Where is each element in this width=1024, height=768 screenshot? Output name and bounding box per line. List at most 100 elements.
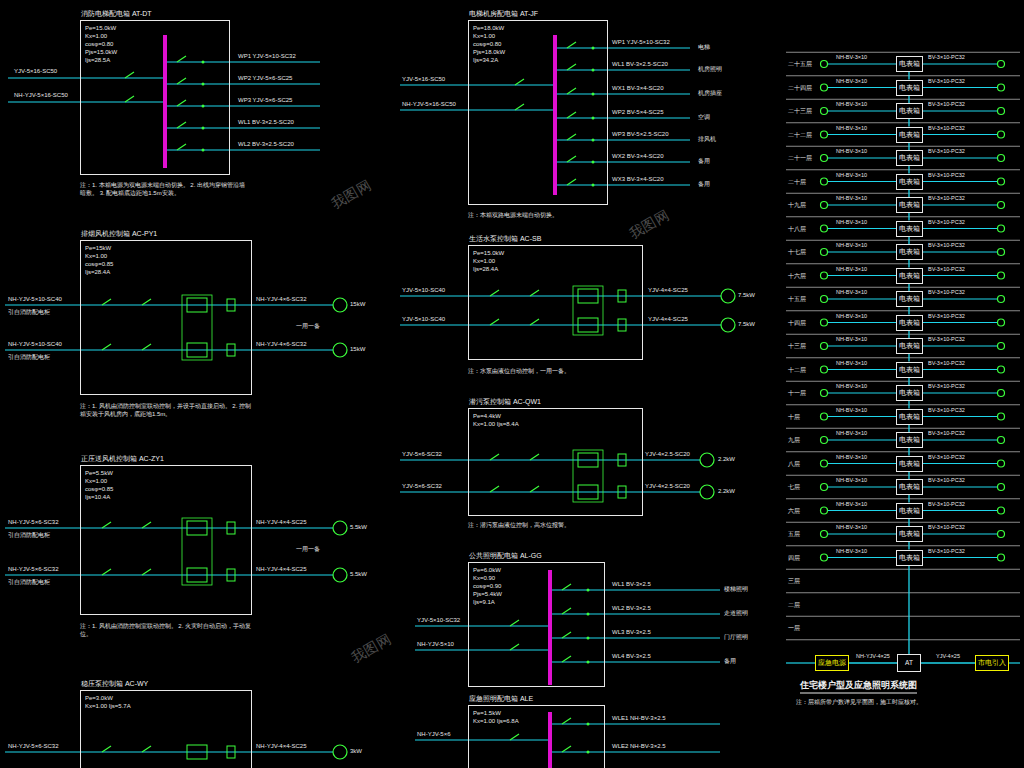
box-title: 稳压泵控制箱 AC-WY [81,679,148,688]
cable-label: BV-3×10-PC32 [928,360,965,367]
box-title: 电表箱 [899,319,920,327]
branch-wire [828,181,897,182]
motor-symbol [333,745,347,759]
load-icon [821,390,828,397]
breaker-symbol [125,96,134,102]
floor-meter-box: 电表箱 [896,503,923,519]
breaker-symbol [102,344,111,350]
cable-label: BV-3×10-PC32 [928,383,965,390]
outgoing-wire [550,613,720,614]
load-icon [998,178,1005,185]
load-icon [821,460,828,467]
box-params: Pe=6.0kW Kx=0.90 cosφ=0.90 Pjs=5.4kW Ijs… [473,566,519,606]
annotation-text: NH-YJV-5×6-SC32 [8,519,59,526]
floor-label: 十二层 [788,366,806,374]
load-icon [821,296,828,303]
annotation-text: YJV-5×10-SC40 [402,287,445,294]
branch-wire [921,416,997,417]
box-title: 市电引入 [978,659,1006,667]
box-title: 电表箱 [899,225,920,233]
floor-label: 五层 [788,530,800,538]
annotation-text: 楼梯照明 [724,586,748,593]
main-switch-box: AT [897,654,921,672]
branch-wire [921,63,997,64]
cable-label: BV-3×10-PC32 [928,125,965,132]
cable-label: BV-3×10-PC32 [928,548,965,555]
load-icon [998,61,1005,68]
watermark: 我图网 [627,207,671,242]
annotation-text: 注：水泵由液位自动控制，一用一备。 [468,368,570,375]
outgoing-wire [165,61,320,62]
motor-symbol [700,485,714,499]
breaker-symbol [510,620,519,626]
motor-symbol [700,453,714,467]
floor-separator [786,146,1020,147]
breaker-symbol [490,486,499,492]
contact-dot [587,613,590,616]
load-icon [998,249,1005,256]
load-icon [821,319,828,326]
distribution-panel: 生活水泵控制箱 AC-SBPe=15.0kW Kx=1.00 Ijs=28.4A [468,245,643,360]
cable-label: NH-BV-3×10 [836,195,867,202]
cable-label: BV-3×10-PC32 [928,195,965,202]
load-icon [821,108,828,115]
branch-wire [921,369,997,370]
cable-label: BV-3×10-PC32 [928,336,965,343]
annotation-text: WL4 BV-3×2.5 [612,653,651,660]
annotation-text: YJV-5×6-SC32 [402,451,442,458]
cable-label: NH-BV-3×10 [836,148,867,155]
contact-dot [592,139,595,142]
load-icon [821,272,828,279]
busbar [548,570,552,685]
distribution-panel: 应急照明配电箱 ALEPe=1.5kW Kx=1.00 Ijs=6.8A [468,705,605,768]
floor-separator [786,240,1020,241]
branch-wire [921,87,997,88]
breaker-symbol [490,319,499,325]
floor-meter-box: 电表箱 [896,432,923,448]
contactor-symbol [187,568,207,582]
load-icon [821,437,828,444]
cable-label: NH-BV-3×10 [836,501,867,508]
floor-meter-box: 电表箱 [896,338,923,354]
busbar [548,712,552,768]
breaker-symbol [142,746,151,752]
breaker-symbol [177,122,186,128]
load-icon [998,225,1005,232]
breaker-symbol [102,569,111,575]
annotation-text: 3kW [350,748,362,755]
annotation-text: WL2 BV-3×2.5 [612,605,651,612]
breaker-symbol [567,112,576,118]
floor-separator [786,122,1020,123]
floor-label: 十七层 [788,248,806,256]
load-icon [821,484,828,491]
load-icon [821,61,828,68]
annotation-text: 备用 [698,158,710,165]
contact-dot [587,723,590,726]
motor-symbol [721,318,735,332]
floor-label: 十五层 [788,295,806,303]
breaker-symbol [142,522,151,528]
motor-symbol [721,289,735,303]
cable-label: NH-BV-3×10 [836,336,867,343]
breaker-symbol [515,79,524,85]
motor-symbol [333,521,347,535]
annotation-text: 注：1. 本箱电源为双电源末端自动切换。 2. 出线均穿钢管沿墙暗敷。 3. 配… [80,181,245,197]
cable-label: BV-3×10-PC32 [928,54,965,61]
thermal-relay-symbol [618,454,626,466]
cable-label: NH-BV-3×10 [836,454,867,461]
floor-meter-box: 电表箱 [896,268,923,284]
contact-dot [592,161,595,164]
watermark: 我图网 [349,631,393,666]
outgoing-wire [165,105,320,106]
cable-label: NH-BV-3×10 [836,125,867,132]
branch-wire [828,486,897,487]
outgoing-wire [550,661,720,662]
load-icon [821,249,828,256]
annotation-text: 备用 [698,181,710,188]
load-icon [998,131,1005,138]
load-icon [821,507,828,514]
contactor-symbol [578,289,598,303]
annotation-text: 注：1. 风机由消防控制室联动控制，并设手动直接启动。 2. 控制箱安装于风机房… [80,402,255,418]
feeder-wire [400,295,721,296]
